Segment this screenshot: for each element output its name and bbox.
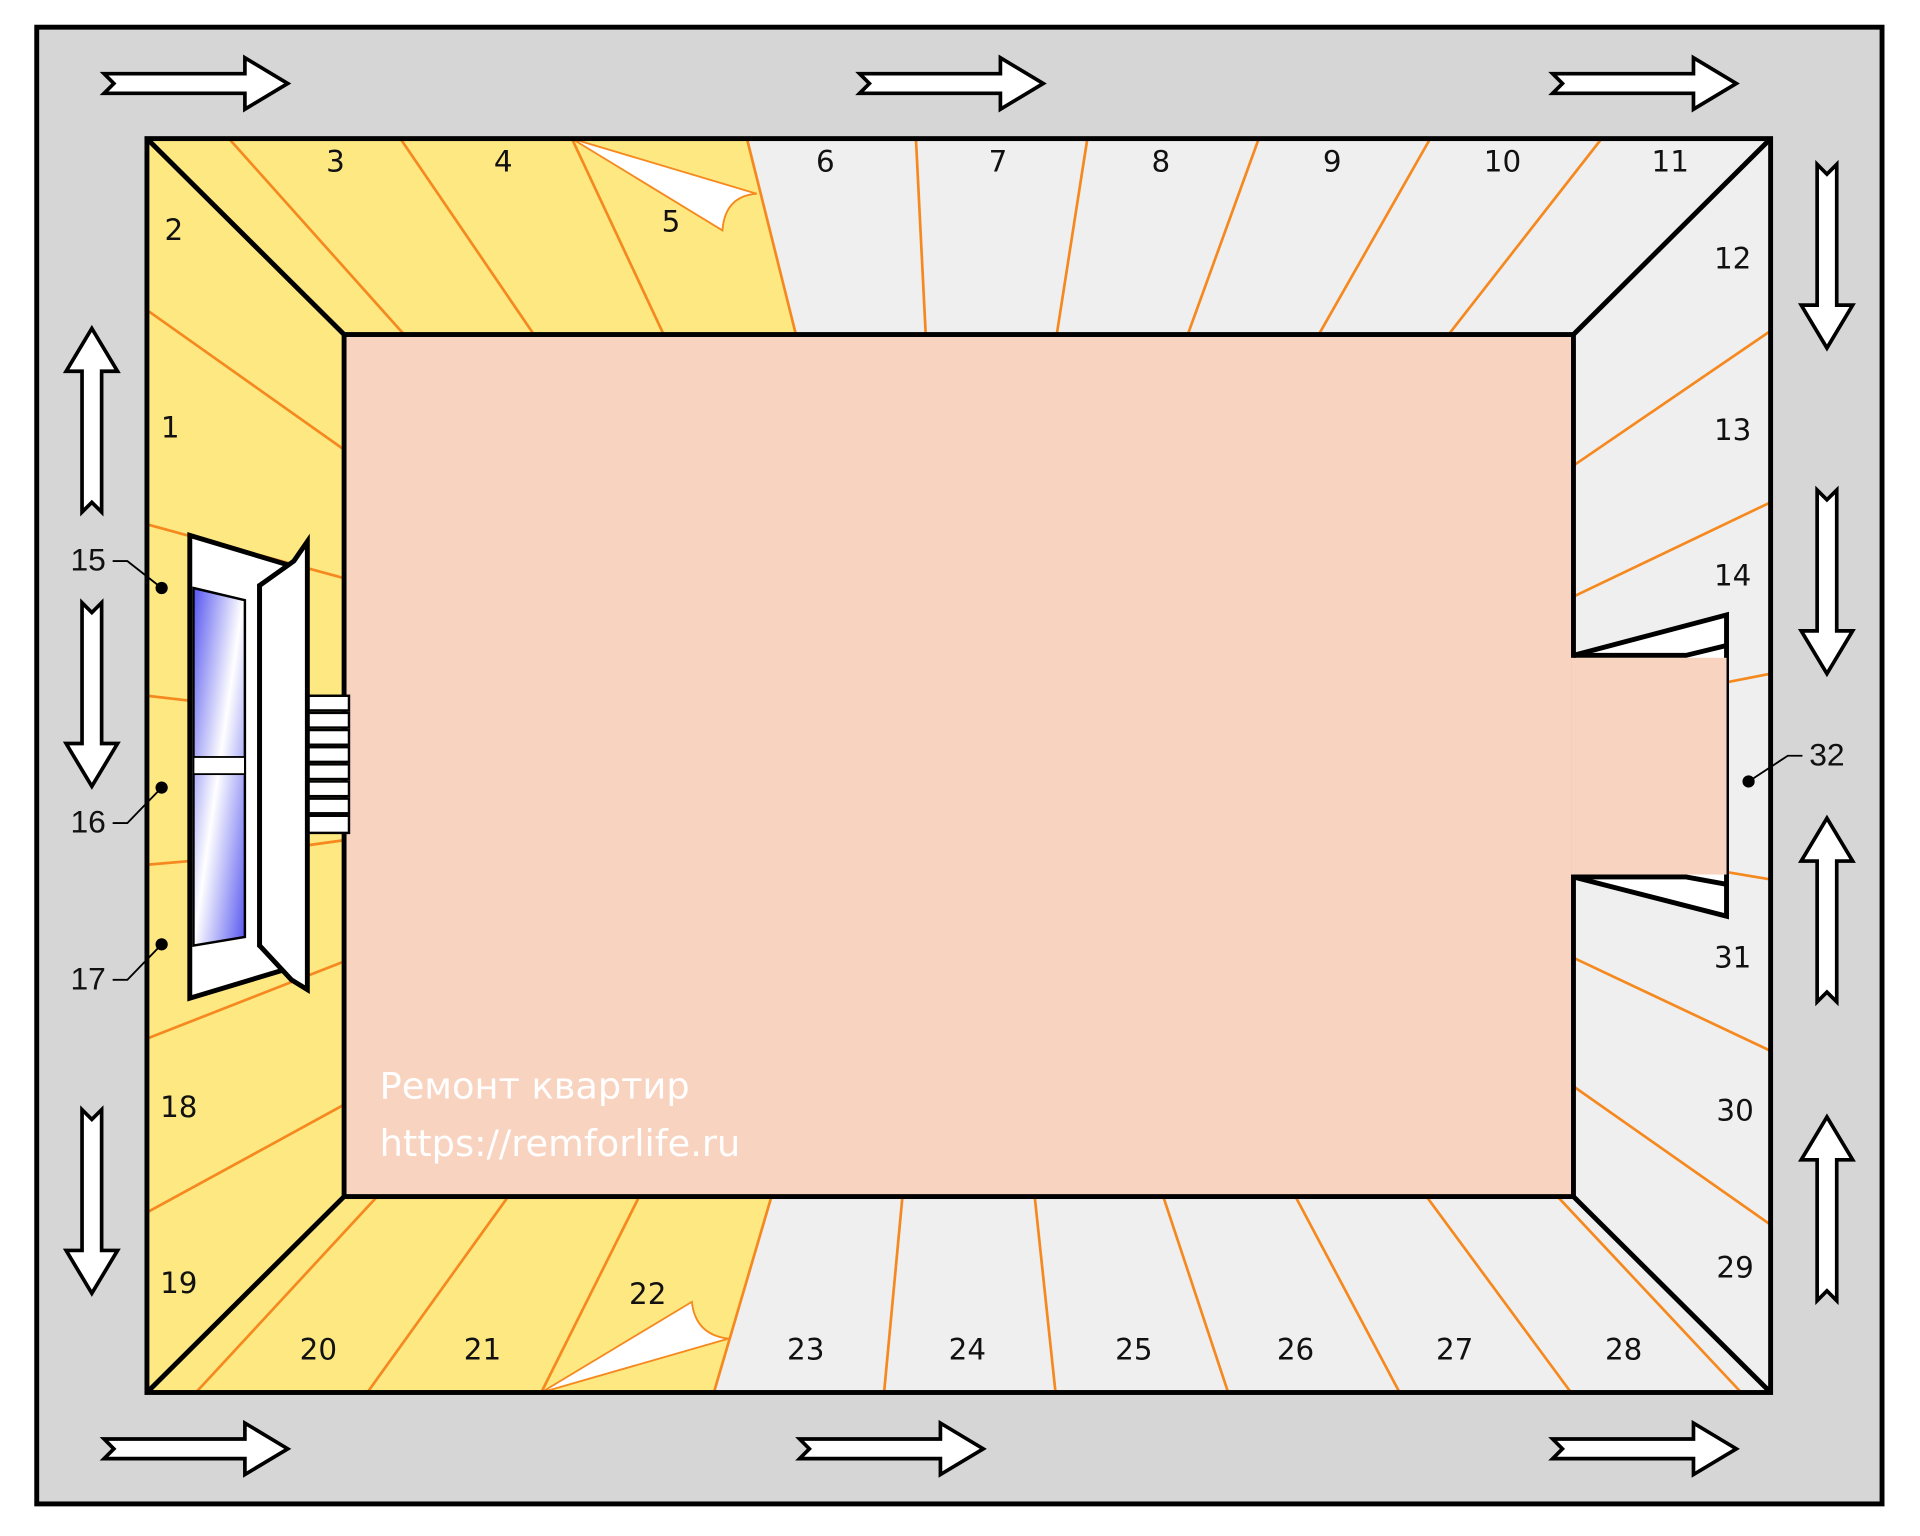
strip-label: 29	[1716, 1250, 1753, 1284]
strip-label: 25	[1115, 1332, 1152, 1366]
watermark-url: https://remforlife.ru	[380, 1122, 741, 1165]
callout-label: 32	[1809, 736, 1844, 772]
strip-label: 26	[1277, 1332, 1314, 1366]
corner-lines	[145, 136, 1773, 1395]
strip-label: 1	[161, 410, 180, 444]
strip-label: 30	[1716, 1094, 1753, 1128]
strip-label: 9	[1323, 145, 1342, 179]
callout-label: 16	[70, 804, 105, 840]
room-outline	[144, 136, 1774, 1395]
seam-lines	[146, 137, 1772, 1394]
strip-label: 5	[662, 205, 681, 239]
strip-label: 10	[1484, 145, 1521, 179]
strip-label: 19	[160, 1266, 197, 1300]
strip-label: 31	[1714, 941, 1751, 975]
strip-label: 24	[949, 1332, 986, 1366]
strip-label: 7	[989, 145, 1008, 179]
strip-label: 21	[464, 1332, 501, 1366]
strip-label: 12	[1714, 241, 1751, 275]
callout-label: 17	[70, 960, 105, 996]
strip-label: 22	[629, 1277, 666, 1311]
strip-label: 13	[1714, 413, 1751, 447]
strip-label: 14	[1714, 558, 1751, 592]
strip-label: 3	[326, 145, 345, 179]
callout-label: 15	[70, 542, 105, 578]
watermark-title: Ремонт квартир	[380, 1065, 690, 1108]
callouts: 15 16 17 32	[70, 542, 1844, 997]
strip-label: 18	[160, 1090, 197, 1124]
strip-label: 4	[494, 145, 513, 179]
strip-numbers: 1 2 3 4 5 6 7 8 9 10 11 12 13 14 18 19 2…	[160, 145, 1754, 1367]
strip-label: 23	[787, 1332, 824, 1366]
peeling-corner-icon	[571, 137, 757, 233]
door-icon	[1571, 611, 1729, 920]
strip-label: 6	[816, 145, 835, 179]
strip-label: 20	[300, 1332, 337, 1366]
peeling-corner-icon	[540, 1300, 729, 1394]
strip-label: 28	[1605, 1332, 1642, 1366]
window-icon	[187, 532, 310, 1002]
strip-label: 8	[1151, 145, 1170, 179]
strip-label: 27	[1436, 1332, 1473, 1366]
strip-label: 11	[1652, 145, 1689, 179]
radiator-icon	[307, 694, 351, 835]
papered-area	[146, 138, 796, 1393]
strip-label: 2	[165, 213, 184, 247]
floor	[341, 332, 1576, 1200]
